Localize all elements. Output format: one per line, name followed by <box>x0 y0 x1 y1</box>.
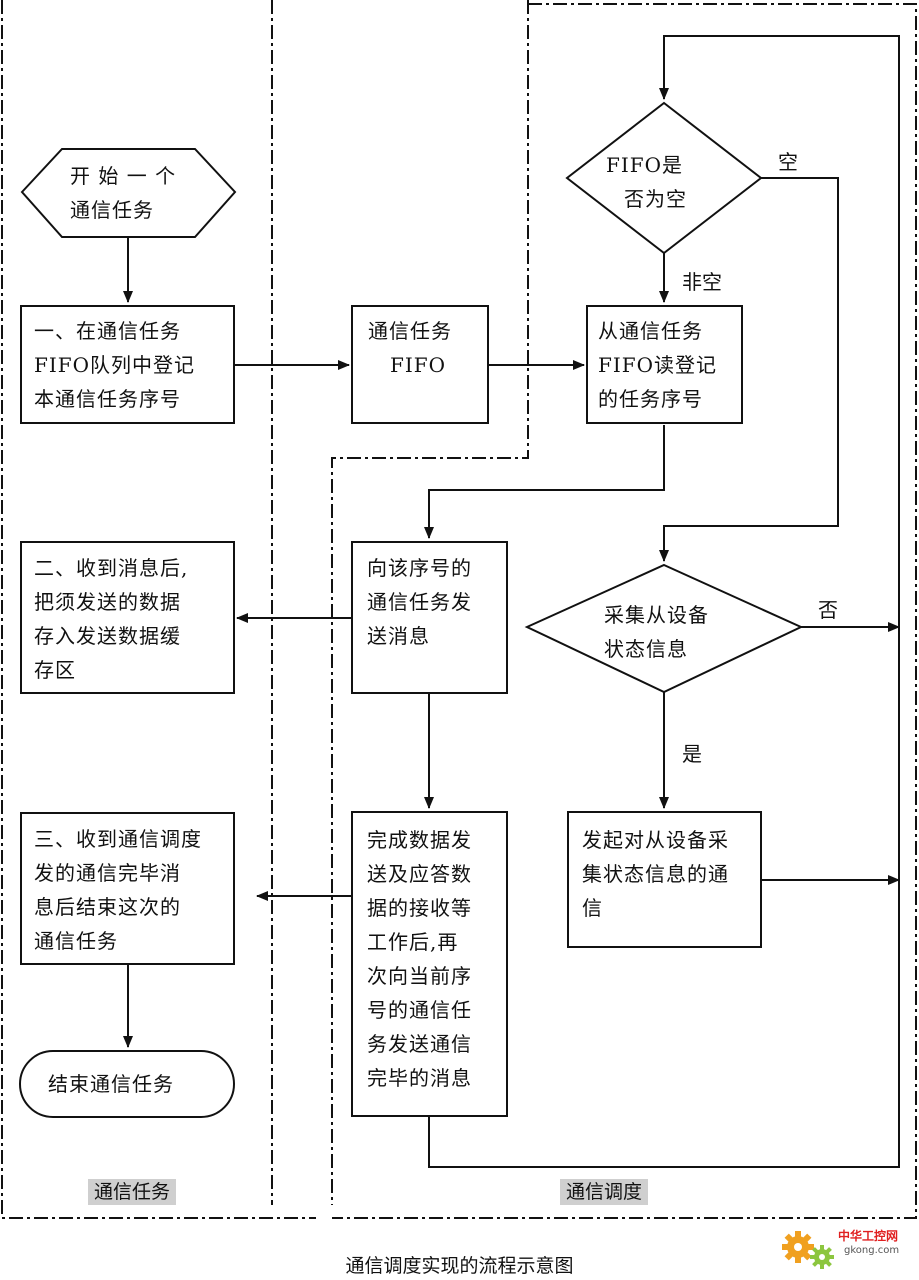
send-msg-text: 向该序号的 通信任务发 送消息 <box>367 551 472 653</box>
step3-line-3: 息后结束这次的 <box>34 895 181 919</box>
watermark-name: 中华工控网 <box>838 1229 899 1243</box>
figure-caption: 通信调度实现的流程示意图 <box>345 1255 574 1277</box>
arrow-read-to-send <box>424 425 665 539</box>
edge-label-empty: 空 <box>778 150 798 174</box>
complete-line-3: 据的接收等 <box>367 896 472 920</box>
complete-box <box>351 811 508 1117</box>
end-terminator <box>19 1050 235 1118</box>
start-node-text: 开 始 一 个 通信任务 <box>70 159 176 227</box>
connectors <box>123 35 900 1168</box>
fifo-check-line-2: 否为空 <box>624 187 687 211</box>
fifo-line-2: FIFO <box>390 353 447 377</box>
step3-box <box>20 812 235 965</box>
edge-label-yes: 是 <box>682 742 702 766</box>
start-collect-text: 发起对从设备采 集状态信息的通 信 <box>582 823 729 925</box>
start-collect-line-3: 信 <box>582 896 603 920</box>
lane-title-dispatch: 通信调度 <box>560 1179 649 1205</box>
start-line-1: 开 始 一 个 <box>70 164 177 188</box>
complete-line-1: 完成数据发 <box>367 828 472 852</box>
complete-line-5: 次向当前序 <box>367 964 472 988</box>
fifo-line-1: 通信任务 <box>368 319 452 343</box>
complete-line-4: 工作后,再 <box>367 930 459 954</box>
step1-box <box>20 305 235 424</box>
gear-icon <box>782 1231 834 1269</box>
fifo-check-line-1: FIFO是 <box>606 153 684 177</box>
read-fifo-text: 从通信任务 FIFO读登记 的任务序号 <box>598 314 717 416</box>
read-fifo-line-3: 的任务序号 <box>598 387 703 411</box>
step3-text: 三、收到通信调度 发的通信完毕消 息后结束这次的 通信任务 <box>34 822 202 958</box>
read-fifo-line-1: 从通信任务 <box>598 319 703 343</box>
start-collect-box <box>567 811 762 948</box>
fifo-check-text: FIFO是 否为空 <box>606 148 687 216</box>
step3-line-4: 通信任务 <box>34 929 118 953</box>
complete-line-2: 送及应答数 <box>367 862 472 886</box>
step2-line-3: 存入发送数据缓 <box>34 624 181 648</box>
end-text: 结束通信任务 <box>48 1067 174 1101</box>
arrow-loop-back <box>428 35 900 1168</box>
step2-line-1: 二、收到消息后, <box>34 556 189 580</box>
fifo-text: 通信任务 FIFO <box>368 314 452 382</box>
step1-line-1: 一、在通信任务 <box>34 319 181 343</box>
fifo-box <box>351 305 489 424</box>
complete-text: 完成数据发 送及应答数 据的接收等 工作后,再 次向当前序 号的通信任 务发送通… <box>367 823 472 1095</box>
complete-line-7: 务发送通信 <box>367 1032 472 1056</box>
lane-dispatch-border-left <box>331 0 529 1205</box>
step1-line-2: FIFO队列中登记 <box>34 353 196 377</box>
watermark-logo: 中华工控网 gkong.com <box>780 1225 915 1273</box>
complete-line-8: 完毕的消息 <box>367 1066 472 1090</box>
collect-line-2: 状态信息 <box>604 637 688 661</box>
edge-label-not-empty: 非空 <box>682 270 722 294</box>
start-collect-line-1: 发起对从设备采 <box>582 828 729 852</box>
step2-line-4: 存区 <box>34 658 76 682</box>
edge-label-no: 否 <box>818 598 838 622</box>
step3-line-1: 三、收到通信调度 <box>34 827 202 851</box>
step3-line-2: 发的通信完毕消 <box>34 861 181 885</box>
lane-title-task: 通信任务 <box>88 1179 177 1205</box>
step1-line-3: 本通信任务序号 <box>34 387 181 411</box>
send-msg-line-2: 通信任务发 <box>367 590 472 614</box>
collect-text: 采集从设备 状态信息 <box>604 598 709 666</box>
complete-line-6: 号的通信任 <box>367 998 472 1022</box>
collect-line-1: 采集从设备 <box>604 603 709 627</box>
send-msg-line-1: 向该序号的 <box>367 556 472 580</box>
step1-text: 一、在通信任务 FIFO队列中登记 本通信任务序号 <box>34 314 195 416</box>
start-line-2: 通信任务 <box>70 198 154 222</box>
swimlane-borders <box>1 0 917 1219</box>
arrow-empty-to-collect <box>659 177 839 562</box>
end-line-1: 结束通信任务 <box>48 1072 174 1096</box>
step2-box <box>20 541 235 694</box>
read-fifo-box <box>586 305 743 424</box>
lane-dispatch-border-outer <box>332 3 917 1219</box>
lane-task-border-left <box>1 0 316 1219</box>
send-msg-box <box>351 541 508 694</box>
read-fifo-line-2: FIFO读登记 <box>598 353 718 377</box>
send-msg-line-3: 送消息 <box>367 624 430 648</box>
step2-text: 二、收到消息后, 把须发送的数据 存入发送数据缓 存区 <box>34 551 188 687</box>
start-hexagon <box>20 148 237 238</box>
step2-line-2: 把须发送的数据 <box>34 590 181 614</box>
watermark-url: gkong.com <box>844 1245 900 1256</box>
start-collect-line-2: 集状态信息的通 <box>582 862 729 886</box>
